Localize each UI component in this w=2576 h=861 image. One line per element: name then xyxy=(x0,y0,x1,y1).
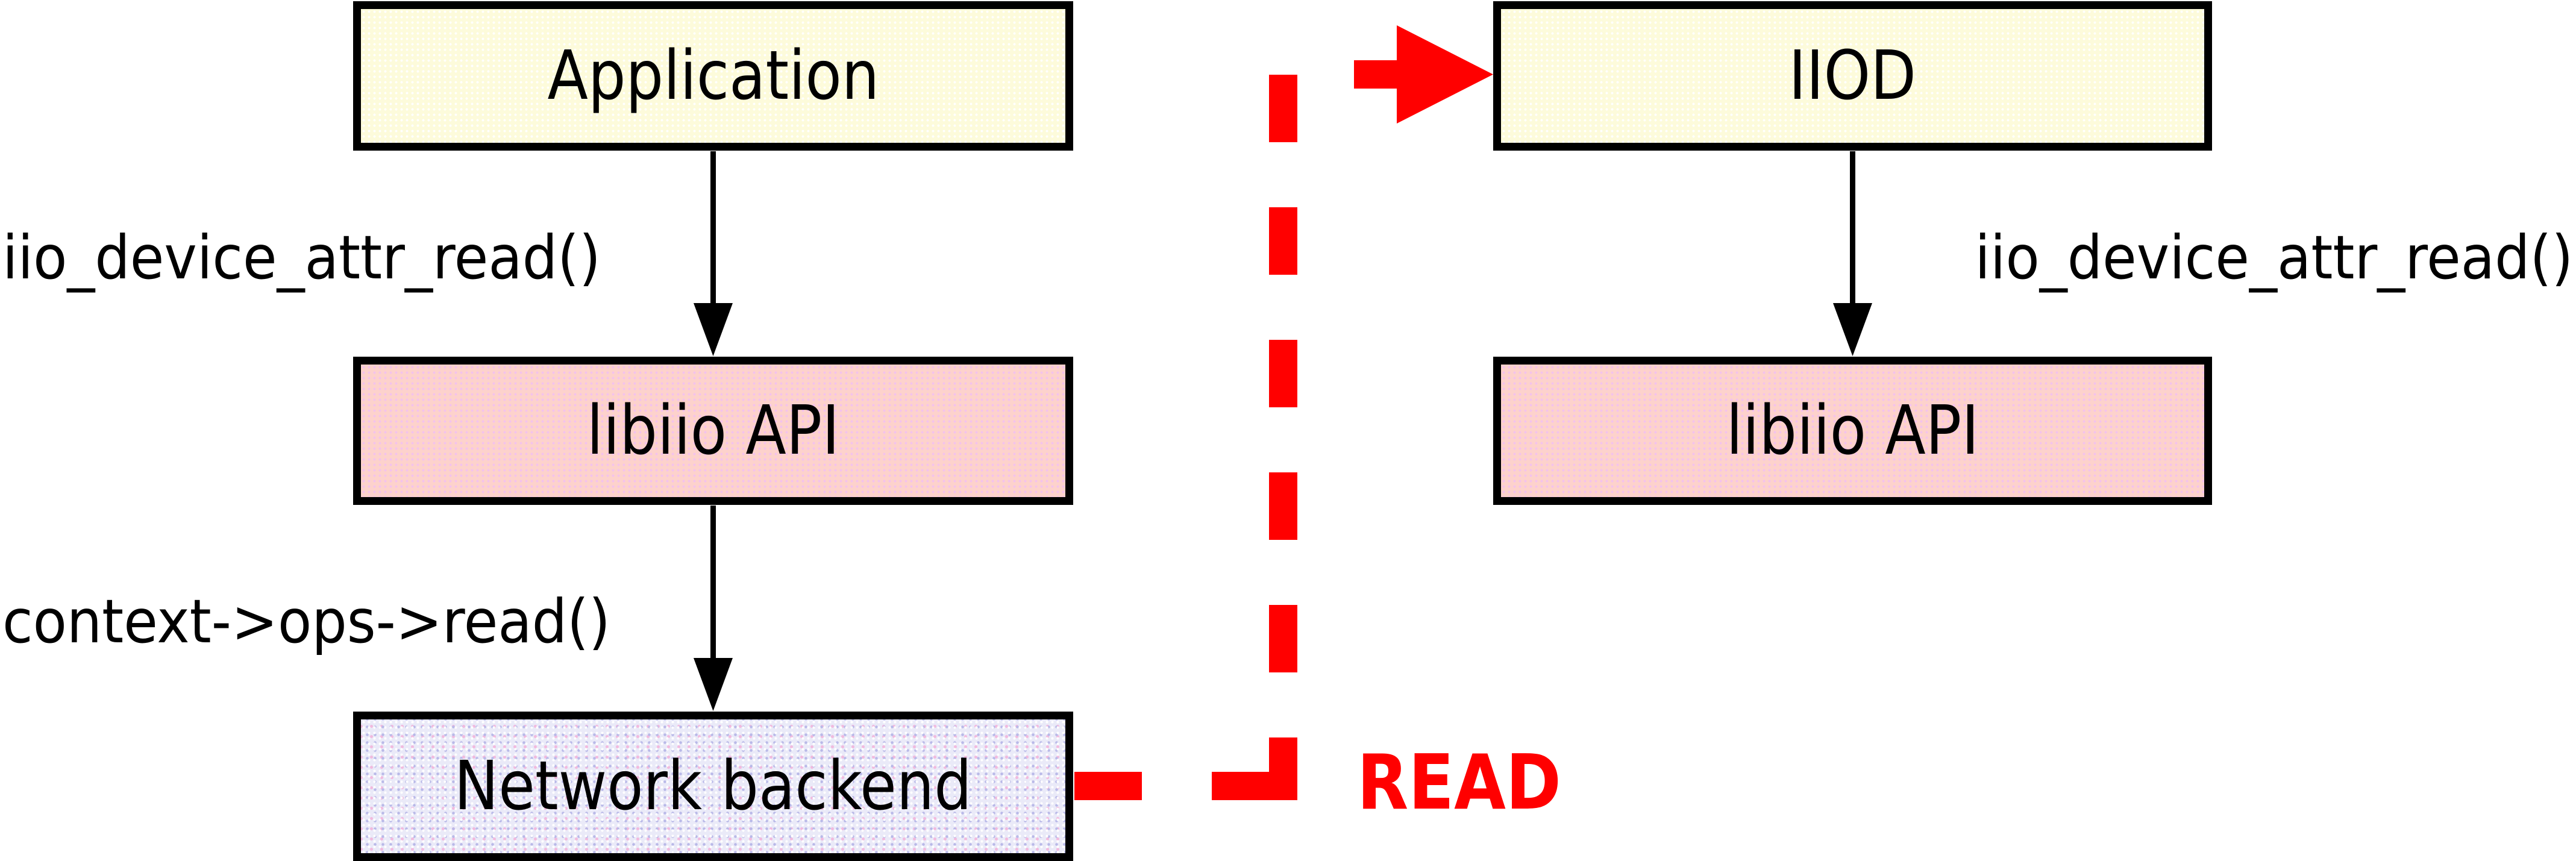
box-libiio-api-right-label: libiio API xyxy=(1726,392,1979,470)
box-network-backend: Network backend xyxy=(353,712,1073,861)
box-libiio-api-left-label: libiio API xyxy=(586,392,840,470)
box-network-backend-label: Network backend xyxy=(454,747,973,825)
call-label-iio-device-attr-read-right: iio_device_attr_read() xyxy=(1975,222,2573,293)
network-link-arrow-icon xyxy=(1354,25,1493,124)
arrow-libiio-to-network-backend xyxy=(694,506,733,711)
box-libiio-api-left: libiio API xyxy=(353,357,1073,505)
arrow-application-to-libiio xyxy=(694,151,733,356)
box-iiod: IIOD xyxy=(1493,1,2212,151)
call-label-context-ops-read: context->ops->read() xyxy=(2,586,610,657)
box-application: Application xyxy=(353,1,1073,151)
call-label-iio-device-attr-read-left: iio_device_attr_read() xyxy=(2,222,601,293)
network-link-dashed-line xyxy=(1074,75,1297,800)
box-application-label: Application xyxy=(547,37,879,115)
arrow-iiod-to-libiio xyxy=(1833,151,1872,356)
network-link-label: READ xyxy=(1357,738,1561,827)
box-libiio-api-right: libiio API xyxy=(1493,357,2212,505)
box-iiod-label: IIOD xyxy=(1788,37,1917,115)
